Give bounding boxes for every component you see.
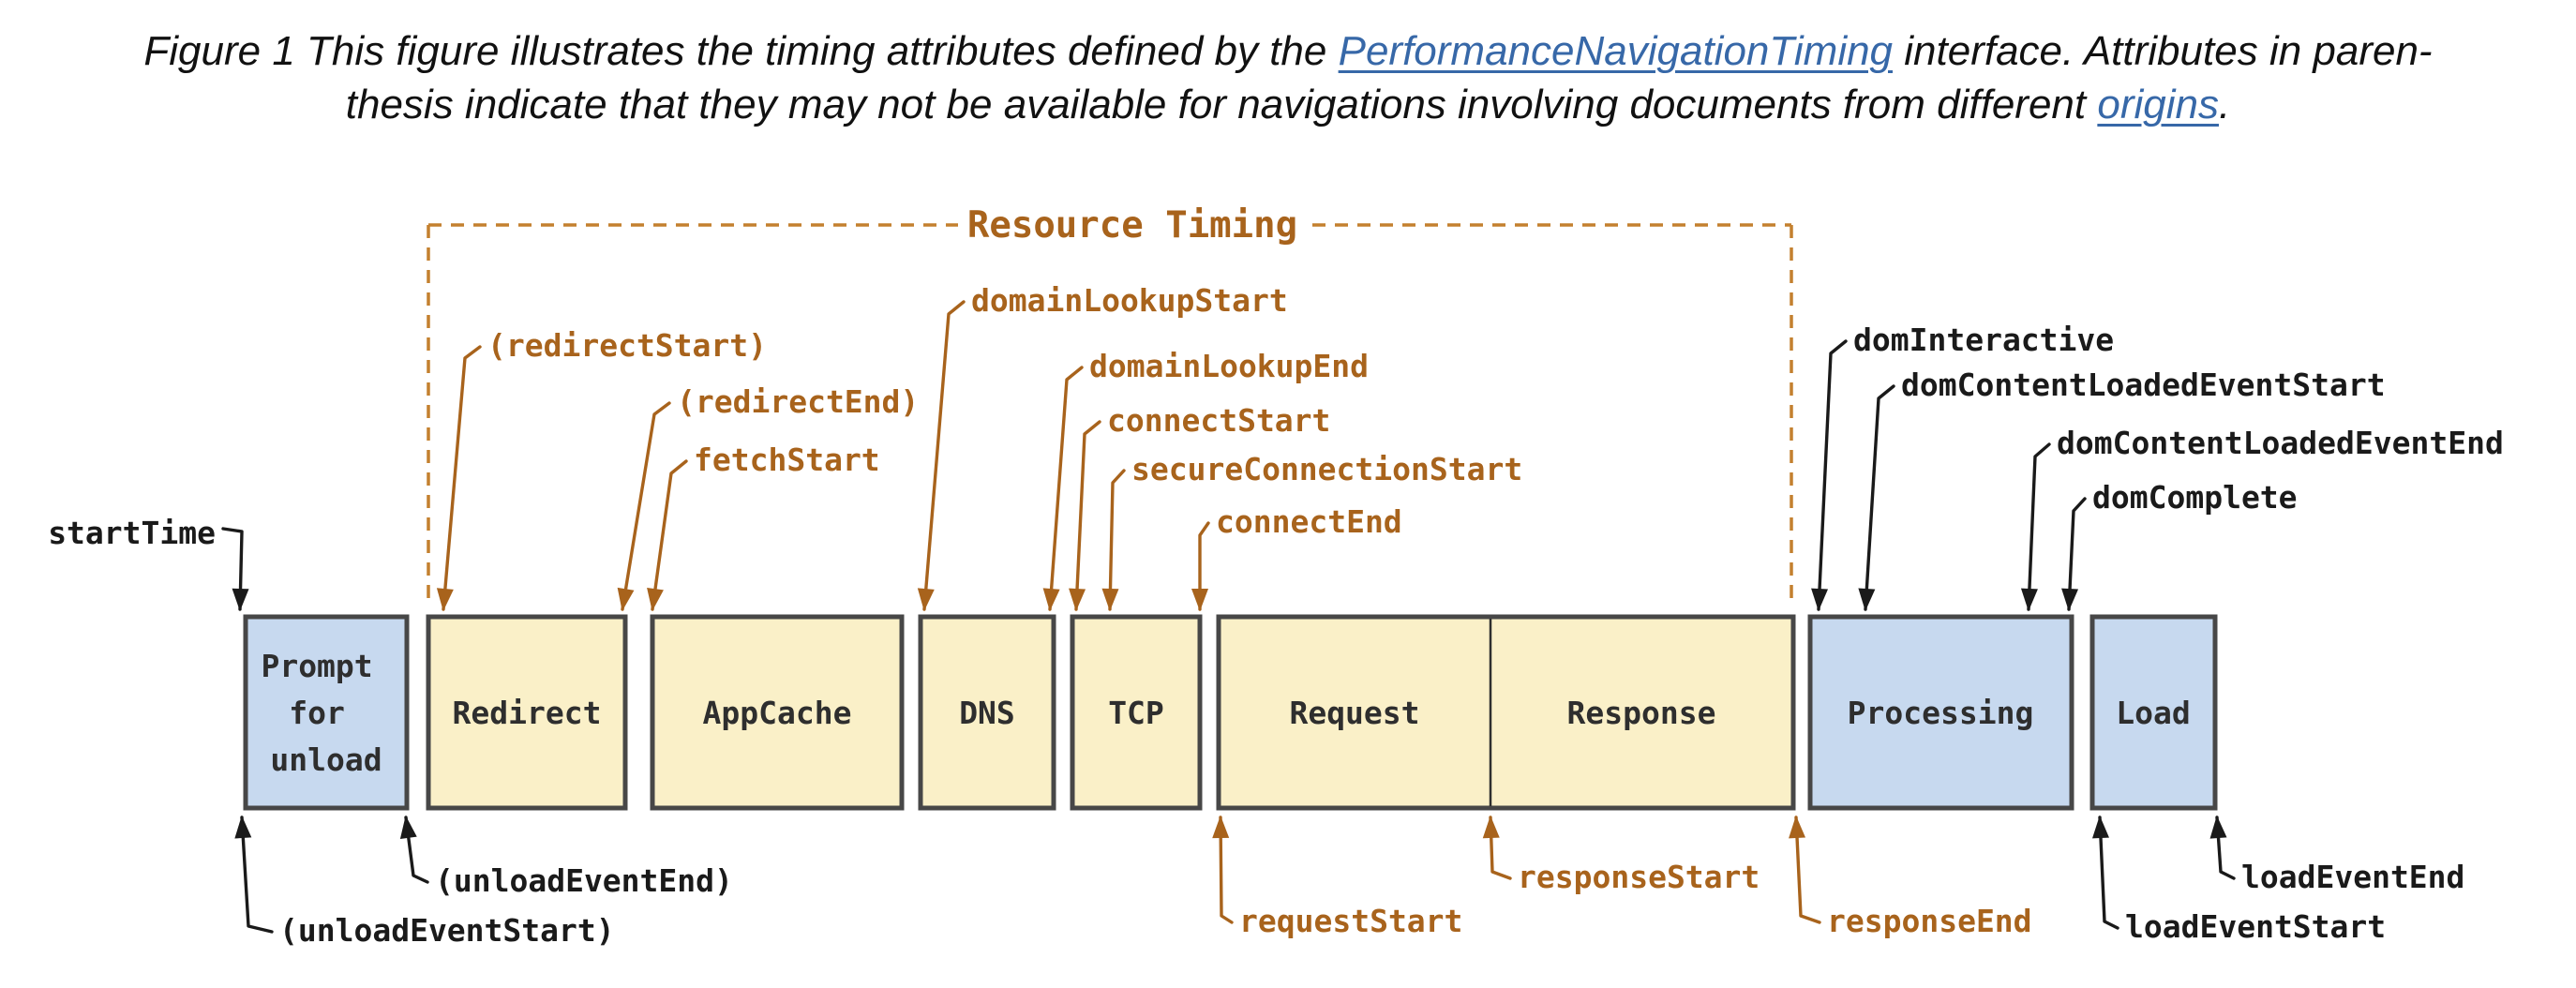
- bottom-markers: (unloadEventStart) (unloadEventEnd) requ…: [234, 816, 2464, 949]
- box-label-load: Load: [2116, 695, 2190, 731]
- marker-dom-content-loaded-event-start: domContentLoadedEventStart: [1858, 367, 2386, 611]
- box-label-dns: DNS: [959, 695, 1015, 731]
- arrow-start-time: [221, 527, 249, 611]
- svg-text:startTime: startTime: [48, 515, 216, 551]
- caption-text: thesis indicate that they may not be ava…: [345, 82, 2098, 127]
- arrow-unload-event-end: [399, 816, 429, 884]
- marker-load-event-start: loadEventStart: [2091, 816, 2386, 945]
- arrow-redirect-start: [436, 345, 482, 611]
- box-label-response: Response: [1567, 695, 1716, 731]
- marker-dom-content-loaded-event-end: domContentLoadedEventEnd: [2020, 425, 2504, 611]
- arrow-load-event-start: [2091, 816, 2119, 930]
- marker-connect-start: connectStart: [1069, 402, 1330, 611]
- arrow-dom-content-loaded-event-end: [2020, 442, 2051, 611]
- arrow-secure-connection-start: [1101, 469, 1126, 611]
- performance-navigation-timing-link[interactable]: PerformanceNavigationTiming: [1338, 28, 1894, 74]
- resource-timing-label: Resource Timing: [967, 204, 1297, 247]
- svg-text:loadEventEnd: loadEventEnd: [2241, 859, 2464, 895]
- marker-secure-connection-start: secureConnectionStart: [1101, 451, 1522, 611]
- box-load: [2089, 614, 2218, 811]
- marker-domain-lookup-start: domainLookupStart: [917, 282, 1288, 611]
- svg-text:loadEventStart: loadEventStart: [2125, 908, 2386, 945]
- arrow-domain-lookup-start: [917, 300, 966, 611]
- svg-text:domContentLoadedEventEnd: domContentLoadedEventEnd: [2057, 425, 2504, 461]
- marker-domain-lookup-end: domainLookupEnd: [1042, 348, 1369, 611]
- svg-text:domContentLoadedEventStart: domContentLoadedEventStart: [1901, 367, 2386, 403]
- box-request-response: [1216, 614, 1796, 811]
- svg-text:responseStart: responseStart: [1518, 859, 1760, 895]
- timeline-boxes: Prompt for unload Redirect AppCache DNS …: [243, 614, 2218, 811]
- marker-connect-end: connectEnd: [1191, 503, 1402, 611]
- figure-caption: Figure 1 This figure illustrates the tim…: [0, 24, 2576, 131]
- box-prompt-for-unload: [243, 614, 410, 811]
- svg-text:domainLookupEnd: domainLookupEnd: [1089, 348, 1369, 384]
- svg-text:(redirectEnd): (redirectEnd): [677, 383, 919, 420]
- svg-text:connectEnd: connectEnd: [1216, 503, 1402, 540]
- marker-dom-interactive: domInteractive: [1811, 322, 2114, 611]
- box-label-processing: Processing: [1848, 695, 2034, 731]
- arrow-dom-interactive: [1811, 339, 1848, 611]
- box-label-prompt-for-unload: Prompt for unload: [261, 648, 391, 778]
- arrow-unload-event-start: [234, 816, 274, 934]
- svg-text:responseEnd: responseEnd: [1827, 903, 2032, 939]
- marker-request-start: requestStart: [1212, 816, 1462, 939]
- caption-text: interface. Attributes in paren-: [1893, 28, 2433, 74]
- resource-timing-bracket: Resource Timing: [427, 204, 1793, 602]
- marker-unload-event-start: (unloadEventStart): [234, 816, 615, 949]
- svg-text:domainLookupStart: domainLookupStart: [971, 282, 1288, 319]
- box-redirect: [426, 614, 628, 811]
- marker-response-start: responseStart: [1482, 816, 1760, 895]
- arrow-dom-content-loaded-event-start: [1858, 384, 1895, 611]
- origins-link[interactable]: origins: [2097, 82, 2219, 127]
- caption-line-1: Figure 1 This figure illustrates the tim…: [0, 24, 2576, 78]
- marker-response-end: responseEnd: [1789, 816, 2032, 939]
- box-tcp: [1070, 614, 1203, 811]
- box-label-appcache: AppCache: [703, 695, 852, 731]
- svg-text:(redirectStart): (redirectStart): [487, 327, 767, 364]
- caption-text: .: [2218, 82, 2231, 127]
- arrow-redirect-end: [617, 401, 671, 611]
- box-label-tcp: TCP: [1108, 695, 1164, 731]
- box-label-request: Request: [1289, 695, 1419, 731]
- arrow-response-start: [1482, 816, 1512, 880]
- svg-text:domComplete: domComplete: [2092, 479, 2298, 516]
- box-appcache: [650, 614, 905, 811]
- arrow-load-event-end: [2209, 816, 2236, 880]
- box-label-redirect: Redirect: [453, 695, 602, 731]
- top-markers: startTime (redirectStart) (redirectEnd) …: [48, 282, 2504, 611]
- marker-redirect-start: (redirectStart): [436, 327, 767, 611]
- svg-text:fetchStart: fetchStart: [694, 442, 880, 478]
- svg-text:connectStart: connectStart: [1107, 402, 1330, 439]
- marker-redirect-end: (redirectEnd): [617, 383, 919, 611]
- caption-text: Figure 1 This figure illustrates the tim…: [143, 28, 1339, 74]
- marker-load-event-end: loadEventEnd: [2209, 816, 2464, 895]
- svg-text:requestStart: requestStart: [1239, 903, 1462, 939]
- svg-text:(unloadEventStart): (unloadEventStart): [279, 912, 615, 949]
- svg-text:(unloadEventEnd): (unloadEventEnd): [435, 862, 733, 899]
- arrow-domain-lookup-end: [1042, 366, 1084, 611]
- marker-fetch-start: fetchStart: [647, 442, 880, 611]
- arrow-dom-complete: [2061, 497, 2087, 611]
- marker-dom-complete: domComplete: [2061, 479, 2298, 611]
- box-dns: [918, 614, 1056, 811]
- marker-start-time: startTime: [48, 515, 249, 611]
- arrow-connect-start: [1069, 420, 1101, 611]
- arrow-fetch-start: [647, 459, 688, 611]
- svg-text:domInteractive: domInteractive: [1853, 322, 2114, 358]
- svg-text:secureConnectionStart: secureConnectionStart: [1131, 451, 1522, 487]
- arrow-response-end: [1789, 816, 1821, 924]
- caption-line-2: thesis indicate that they may not be ava…: [0, 78, 2576, 131]
- arrow-connect-end: [1191, 521, 1210, 611]
- box-processing: [1807, 614, 2074, 811]
- marker-unload-event-end: (unloadEventEnd): [399, 816, 733, 899]
- arrow-request-start: [1212, 816, 1234, 924]
